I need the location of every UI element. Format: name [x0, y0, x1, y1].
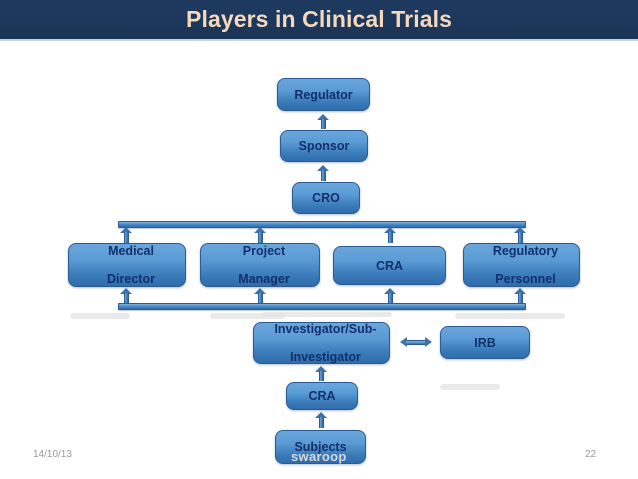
node-project-manager-line1: Project: [242, 244, 286, 258]
node-cro[interactable]: CRO: [292, 182, 360, 214]
arrow-medical-director-up: [120, 227, 133, 243]
arrow-sponsor-to-regulator: [317, 114, 330, 129]
title-bar-underline: [0, 39, 638, 41]
artifact-smudge-2: [210, 313, 285, 319]
arrow-from-spine-to-cra-middle: [384, 288, 397, 304]
node-regulatory-personnel-label: Regulatory Personnel: [464, 244, 579, 286]
page-title: Players in Clinical Trials: [186, 6, 452, 32]
artifact-smudge-1: [70, 313, 130, 319]
node-cra-bottom-label: CRA: [308, 389, 336, 403]
node-regulatory-personnel-line1: Regulatory: [492, 244, 559, 258]
node-regulatory-personnel-line2: Personnel: [495, 272, 556, 286]
artifact-smudge-5: [262, 312, 392, 317]
node-regulator[interactable]: Regulator: [277, 78, 370, 111]
node-irb[interactable]: IRB: [440, 326, 530, 359]
arrow-cra-middle-up: [384, 227, 397, 243]
node-project-manager-label: Project Manager: [201, 244, 319, 286]
node-sponsor[interactable]: Sponsor: [280, 130, 368, 162]
arrow-from-spine-to-regulatory-personnel: [514, 288, 527, 304]
watermark-swaroop: swaroop: [291, 449, 347, 464]
node-sponsor-label: Sponsor: [298, 139, 350, 153]
node-investigator-line2: Investigator: [290, 350, 361, 364]
arrow-project-manager-up: [254, 227, 267, 243]
node-irb-label: IRB: [474, 335, 496, 350]
node-cra-middle[interactable]: CRA: [333, 246, 446, 285]
node-medical-director-line2: Director: [107, 272, 155, 286]
node-investigator-label: Investigator/Sub- Investigator: [254, 322, 389, 364]
title-bar: [0, 0, 638, 39]
artifact-smudge-4: [440, 384, 500, 390]
arrow-from-spine-to-medical-director: [120, 288, 133, 304]
footer-page-number: 22: [585, 449, 597, 460]
node-project-manager[interactable]: Project Manager: [200, 243, 320, 287]
node-investigator[interactable]: Investigator/Sub- Investigator: [253, 322, 390, 364]
arrow-cra-bottom-to-investigator: [315, 366, 328, 381]
arrow-from-spine-to-project-manager: [254, 288, 267, 304]
connector-spine-lower: [118, 303, 526, 310]
node-cra-middle-label: CRA: [375, 258, 404, 273]
artifact-smudge-3: [455, 313, 565, 319]
arrow-regulatory-personnel-up: [514, 227, 527, 243]
node-cro-label: CRO: [312, 191, 340, 205]
node-investigator-line1: Investigator/Sub-: [274, 322, 377, 336]
node-regulator-label: Regulator: [294, 87, 353, 102]
arrow-investigator-irb-bidirectional: [400, 337, 432, 348]
arrow-cro-to-sponsor: [317, 165, 330, 181]
arrow-subjects-to-cra: [315, 412, 328, 428]
node-subjects[interactable]: Subjects: [275, 430, 366, 464]
node-medical-director-line1: Medical: [108, 244, 154, 258]
node-medical-director[interactable]: Medical Director: [68, 243, 186, 287]
node-project-manager-line2: Manager: [238, 272, 290, 286]
connector-spine-upper: [118, 221, 526, 228]
node-regulatory-personnel[interactable]: Regulatory Personnel: [463, 243, 580, 287]
node-subjects-label: Subjects: [294, 440, 347, 454]
node-medical-director-label: Medical Director: [69, 244, 185, 286]
footer-date: 14/10/13: [33, 449, 72, 460]
node-cra-bottom[interactable]: CRA: [286, 382, 358, 410]
